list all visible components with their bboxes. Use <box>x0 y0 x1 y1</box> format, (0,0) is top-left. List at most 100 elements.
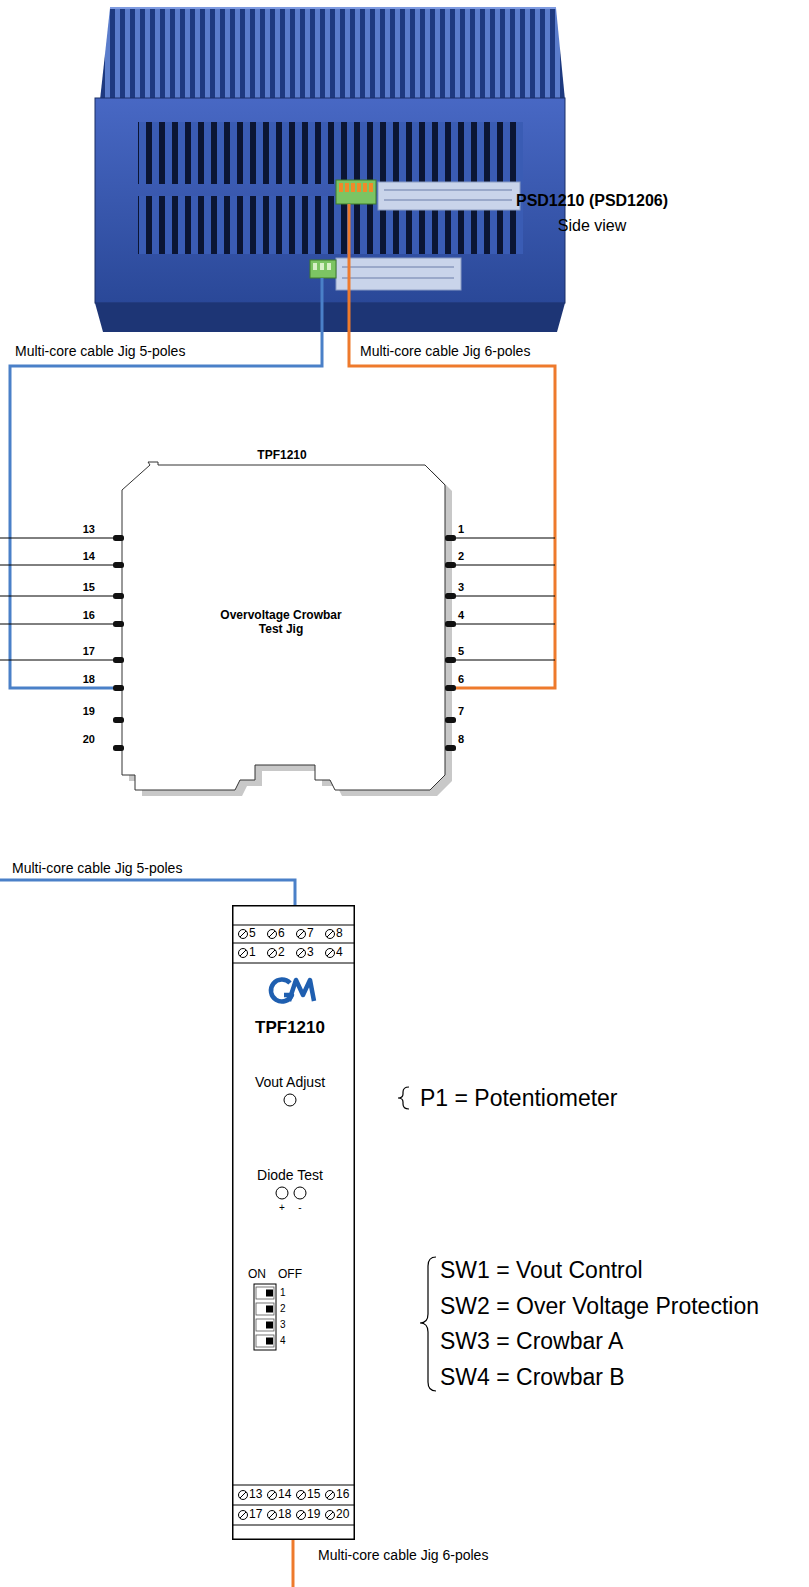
switch-state: ON <box>248 1268 266 1282</box>
terminal-screw <box>239 1491 248 1500</box>
pin-stub <box>445 717 456 723</box>
pin-number: 15 <box>83 581 95 594</box>
pin-number: 18 <box>83 673 95 686</box>
pin-wire <box>456 565 555 566</box>
terminal-block-lines <box>232 925 355 1525</box>
cable-5-pole <box>0 880 295 905</box>
pin-stub <box>113 657 124 663</box>
annotation-text: SW1 = Vout Control <box>440 1257 643 1283</box>
screw-slot <box>327 950 333 956</box>
switch-slot <box>256 1319 274 1331</box>
jig-side-view: TPF1210Overvoltage Crowbar Test Jig <box>110 445 460 800</box>
terminal-screw <box>297 1491 306 1500</box>
potentiometer-hole <box>284 1094 296 1106</box>
switch-body <box>254 1284 276 1350</box>
connector-pin <box>363 183 367 192</box>
switch-number: 2 <box>280 1303 286 1315</box>
screw-slot <box>298 931 304 937</box>
housing-bottom <box>95 303 565 332</box>
pin-wire <box>0 565 113 566</box>
screw-slot <box>269 931 275 937</box>
pin-wire <box>0 660 113 661</box>
switch-lever <box>266 1290 273 1297</box>
terminal-connector <box>310 260 336 278</box>
outline-group <box>233 906 355 1540</box>
terminal-screw <box>239 1511 248 1520</box>
terminal-number: 5 <box>249 927 256 941</box>
screw-slot <box>327 1492 333 1498</box>
pin-number: 6 <box>458 673 464 686</box>
pin-stub <box>445 621 456 627</box>
pin-number: 2 <box>458 550 464 563</box>
pin-wire <box>0 538 113 539</box>
terminal-number: 8 <box>336 927 343 941</box>
terminal-row-line <box>232 963 355 964</box>
screw-slot <box>298 950 304 956</box>
annotation-brace <box>398 1087 409 1109</box>
terminal-number: 15 <box>307 1488 320 1502</box>
terminal-screw <box>268 1511 277 1520</box>
module-caption: Overvoltage Crowbar Test Jig <box>211 609 351 637</box>
outline-group <box>113 462 456 796</box>
power-supply-illustration <box>95 8 565 332</box>
terminal-screw <box>297 949 306 958</box>
switch-lever <box>266 1306 273 1313</box>
annotation-text: P1 = Potentiometer <box>420 1085 618 1111</box>
test-socket <box>294 1187 306 1199</box>
terminal-screw <box>297 1511 306 1520</box>
screw-slot <box>298 1512 304 1518</box>
terminal-number: 7 <box>307 927 314 941</box>
pin-number: 17 <box>83 645 95 658</box>
switch-slot <box>256 1287 274 1299</box>
connector-pin <box>327 263 331 270</box>
polarity-mark: - <box>298 1202 301 1214</box>
pin-number: 19 <box>83 705 95 718</box>
pin-wire <box>456 596 555 597</box>
pin-number: 5 <box>458 645 464 658</box>
terminal-row-line <box>232 943 355 944</box>
cable-label: Multi-core cable Jig 6-poles <box>318 1547 488 1563</box>
housing-front <box>95 98 565 303</box>
connector-pin <box>339 183 343 192</box>
connector-pin <box>357 183 361 192</box>
vent-slots <box>138 122 523 184</box>
terminal-number: 18 <box>278 1508 291 1522</box>
terminal-row-line <box>232 925 355 926</box>
control-label: Vout Adjust <box>255 1074 325 1090</box>
screw-slot <box>269 950 275 956</box>
terminal-row-line <box>232 1525 355 1526</box>
pin-stub <box>445 685 456 691</box>
pin-stub <box>113 593 124 599</box>
pin-number: 13 <box>83 523 95 536</box>
connector-pin <box>351 183 355 192</box>
pin-stub <box>113 535 124 541</box>
screw-slot <box>240 1512 246 1518</box>
pin-stub <box>445 535 456 541</box>
terminal-screw <box>268 930 277 939</box>
pin-stub <box>113 717 124 723</box>
pin-number: 3 <box>458 581 464 594</box>
pin-wire <box>456 624 555 625</box>
pin-number: 1 <box>458 523 464 536</box>
pin-wire <box>0 624 113 625</box>
screw-slot <box>298 1492 304 1498</box>
terminal-screw <box>326 949 335 958</box>
pin-stub <box>113 621 124 627</box>
pin-stub <box>113 562 124 568</box>
cable-label: Multi-core cable Jig 6-poles <box>360 343 530 359</box>
pin-number: 14 <box>83 550 95 563</box>
switch-slot <box>256 1303 274 1315</box>
pin-number: 16 <box>83 609 95 622</box>
screw-slot <box>269 1512 275 1518</box>
logo-stroke <box>289 980 314 1001</box>
screw-slot <box>269 1492 275 1498</box>
terminal-number: 13 <box>249 1488 262 1502</box>
terminal-number: 16 <box>336 1488 349 1502</box>
switch-number: 4 <box>280 1335 286 1347</box>
switch-slot <box>256 1335 274 1347</box>
terminal-screw <box>297 930 306 939</box>
test-socket <box>276 1187 288 1199</box>
terminal-screw <box>326 1491 335 1500</box>
pin-stub <box>113 745 124 751</box>
